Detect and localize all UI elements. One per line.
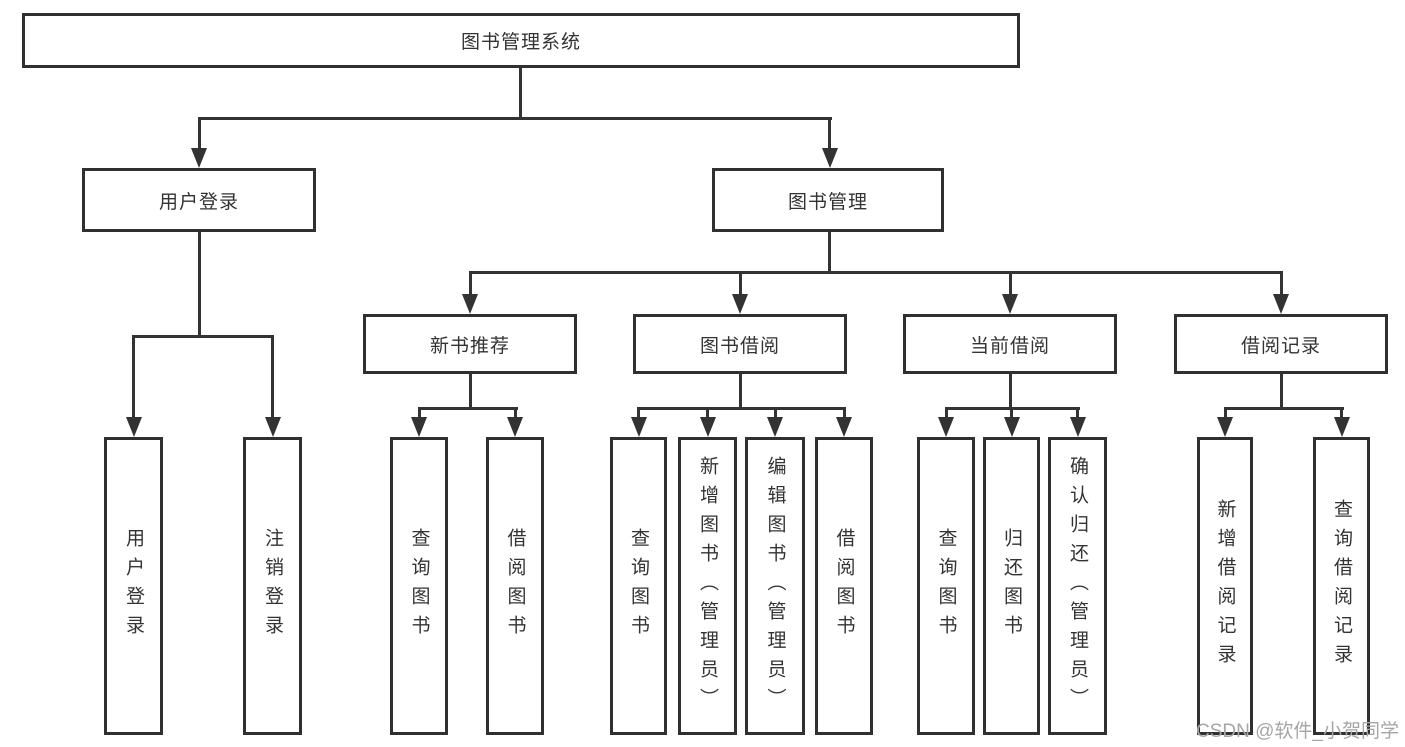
node-book-borrowing: 图书借阅	[633, 314, 847, 374]
connector-line	[197, 116, 201, 153]
node-leaf-query-borrow-record-label: 查询借阅记录	[1331, 499, 1352, 673]
connector-line	[1008, 374, 1012, 408]
arrow-down-icon	[1273, 294, 1289, 314]
node-user-login: 用户登录	[82, 168, 316, 232]
node-leaf-query-books-1-label: 查询图书	[408, 528, 430, 644]
node-leaf-query-borrow-record: 查询借阅记录	[1313, 437, 1370, 735]
connector-line	[197, 116, 832, 120]
node-leaf-add-borrow-record: 新增借阅记录	[1197, 437, 1253, 735]
connector-line	[132, 334, 135, 421]
node-borrowing-records: 借阅记录	[1174, 314, 1388, 374]
node-leaf-return-books-label: 归还图书	[1001, 528, 1022, 644]
node-book-management-label: 图书管理	[787, 191, 868, 213]
node-leaf-logout-label: 注销登录	[262, 528, 283, 644]
connector-line	[468, 270, 472, 297]
connector-line	[1010, 406, 1013, 421]
connector-line	[738, 270, 742, 297]
arrow-down-icon	[1217, 417, 1233, 437]
node-borrowing-records-label: 借阅记录	[1240, 335, 1321, 357]
connector-line	[1223, 406, 1344, 410]
connector-line	[1279, 374, 1283, 408]
arrow-down-icon	[1333, 417, 1350, 437]
arrow-down-icon	[732, 294, 748, 314]
connector-line	[468, 270, 1283, 274]
connector-line	[197, 232, 201, 338]
node-current-borrowing-label: 当前借阅	[969, 335, 1050, 357]
node-leaf-add-books-admin-label: 新增图书（管理员）	[697, 455, 718, 717]
node-leaf-query-books-2-label: 查询图书	[628, 528, 649, 644]
node-leaf-query-books-3: 查询图书	[917, 437, 975, 735]
node-leaf-query-books-3-label: 查询图书	[935, 528, 957, 644]
arrow-down-icon	[1002, 294, 1018, 314]
connector-line	[518, 68, 522, 118]
node-new-book-recommend: 新书推荐	[363, 314, 577, 374]
connector-line	[842, 406, 846, 421]
node-leaf-add-borrow-record-label: 新增借阅记录	[1214, 499, 1236, 673]
connector-line	[706, 406, 709, 421]
connector-line	[738, 374, 742, 408]
node-leaf-borrow-books-1: 借阅图书	[486, 437, 544, 735]
arrow-down-icon	[191, 148, 207, 168]
csdn-watermark: CSDN @软件_小贺同学	[1196, 721, 1399, 742]
node-leaf-add-books-admin: 新增图书（管理员）	[678, 437, 737, 735]
node-user-login-label: 用户登录	[158, 191, 239, 213]
node-leaf-user-login: 用户登录	[104, 437, 163, 735]
node-current-borrowing: 当前借阅	[903, 314, 1117, 374]
arrow-down-icon	[411, 417, 427, 437]
connector-line	[1008, 270, 1012, 297]
arrow-down-icon	[630, 417, 647, 437]
node-leaf-edit-books-admin-label: 编辑图书（管理员）	[764, 455, 786, 717]
connector-line	[1279, 270, 1283, 297]
arrow-down-icon	[699, 417, 716, 437]
node-leaf-borrow-books-1-label: 借阅图书	[504, 528, 526, 644]
node-leaf-user-login-label: 用户登录	[123, 528, 144, 644]
node-leaf-edit-books-admin: 编辑图书（管理员）	[745, 437, 805, 735]
node-leaf-return-books: 归还图书	[983, 437, 1040, 735]
connector-line	[1076, 406, 1079, 421]
node-leaf-borrow-books-2: 借阅图书	[815, 437, 873, 735]
connector-line	[513, 406, 517, 421]
node-leaf-confirm-return-admin-label: 确认归还（管理员）	[1067, 455, 1088, 717]
connector-line	[271, 334, 274, 421]
arrow-down-icon	[1003, 417, 1020, 437]
connector-line	[417, 406, 421, 421]
connector-line	[944, 406, 948, 421]
connector-line	[417, 406, 518, 410]
connector-line	[637, 406, 846, 410]
connector-line	[1223, 406, 1227, 421]
node-new-book-recommend-label: 新书推荐	[429, 335, 510, 357]
arrow-down-icon	[125, 417, 142, 437]
node-book-borrowing-label: 图书借阅	[699, 335, 780, 357]
arrow-down-icon	[1069, 417, 1086, 437]
node-leaf-confirm-return-admin: 确认归还（管理员）	[1048, 437, 1107, 735]
connector-line	[132, 334, 274, 338]
connector-line	[637, 406, 640, 421]
arrow-down-icon	[462, 294, 478, 314]
arrow-down-icon	[507, 417, 523, 437]
connector-line	[773, 406, 777, 421]
node-leaf-query-books-1: 查询图书	[390, 437, 448, 735]
arrow-down-icon	[767, 417, 783, 437]
node-library-management-system-label: 图书管理系统	[460, 32, 581, 53]
node-leaf-borrow-books-2-label: 借阅图书	[833, 528, 855, 644]
arrow-down-icon	[264, 417, 281, 437]
connector-line	[828, 116, 831, 153]
connector-line	[1340, 406, 1343, 421]
node-library-management-system: 图书管理系统	[22, 13, 1020, 68]
node-book-management: 图书管理	[712, 168, 944, 232]
arrow-down-icon	[836, 417, 852, 437]
node-leaf-logout: 注销登录	[243, 437, 302, 735]
connector-line	[468, 374, 472, 408]
arrow-down-icon	[938, 417, 954, 437]
node-leaf-query-books-2: 查询图书	[610, 437, 667, 735]
arrow-down-icon	[821, 148, 838, 168]
connector-line	[828, 232, 831, 274]
